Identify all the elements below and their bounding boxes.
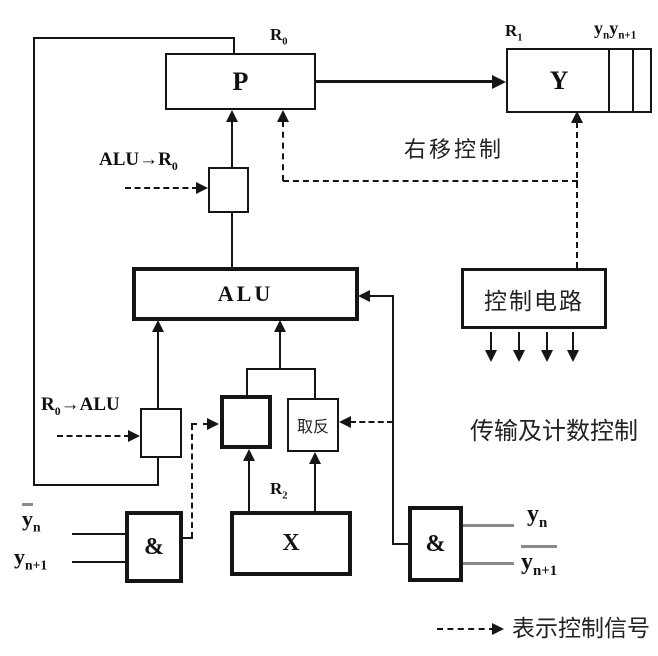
legend-dash xyxy=(437,628,495,630)
connector-andright-input2 xyxy=(463,562,514,565)
y-bit-divider-1 xyxy=(608,50,610,111)
connector-andleft-input1 xyxy=(72,533,125,535)
arrowhead-into-negate-right xyxy=(339,416,351,428)
arrowhead-shift-into-p xyxy=(277,110,289,122)
control-alu-to-r0-dash xyxy=(125,187,198,189)
control-andleft-elbow xyxy=(191,423,209,425)
connector-ctrl-out4 xyxy=(572,332,574,352)
and-gate-right-label: & xyxy=(425,530,446,557)
connector-feedback-top xyxy=(33,37,235,39)
y-bits-label: ynyn+1 xyxy=(594,18,637,42)
connector-ctrl-out2 xyxy=(518,332,520,352)
control-shift-horizontal xyxy=(283,180,578,182)
arrowhead-r0-to-alu xyxy=(128,430,140,442)
connector-andright-input1 xyxy=(463,524,514,527)
arrowhead-into-alu-left xyxy=(152,320,164,332)
andright-input2-label: yn+1 xyxy=(521,545,558,578)
register-y-label: Y xyxy=(549,65,569,95)
negate-label: 取反 xyxy=(296,419,329,436)
control-andleft-riser xyxy=(191,424,193,538)
connector-andright-stub xyxy=(392,543,408,545)
control-r0-to-alu-dash xyxy=(57,435,130,437)
arrowhead-into-p xyxy=(226,110,238,122)
and-gate-left-box: & xyxy=(125,511,183,583)
control-circuit-label: 控制电路 xyxy=(484,287,584,314)
arrowhead-shift-into-y xyxy=(571,111,583,123)
register-p-label: P xyxy=(232,66,249,96)
andleft-input1-label: yn xyxy=(22,503,41,534)
and-gate-left-label: & xyxy=(144,533,164,560)
connector-x-to-midgate xyxy=(248,459,250,511)
arrowhead-into-midgate-left xyxy=(207,418,219,430)
connector-p-to-y xyxy=(316,80,496,83)
andright-input1-label: yn xyxy=(527,501,548,531)
connector-feedback-riser xyxy=(157,458,159,486)
connector-andleft-input2 xyxy=(72,561,125,563)
register-x-label: X xyxy=(282,530,300,556)
connector-gate-to-alu xyxy=(231,213,233,267)
alu-label: ALU xyxy=(217,281,274,306)
arrowhead-ctrl-out4 xyxy=(567,350,579,362)
connector-feedback-bottom xyxy=(33,484,159,486)
connector-merge-right-drop xyxy=(314,368,316,398)
arrowhead-into-alu-right xyxy=(358,290,370,302)
connector-merge-to-alu xyxy=(279,330,281,368)
connector-merge-left-drop xyxy=(246,368,248,395)
connector-feedback-into-p-top xyxy=(233,37,235,54)
alu-to-r0-gate-box xyxy=(208,167,249,213)
arrowhead-into-alu-mid xyxy=(274,320,286,332)
andleft-input2-label: yn+1 xyxy=(14,544,48,573)
register-p-box: P xyxy=(165,53,316,110)
connector-andright-riser xyxy=(392,295,394,545)
negate-box: 取反 xyxy=(287,398,339,452)
add-gate-box xyxy=(220,395,272,449)
alu-box: ALU xyxy=(132,267,359,321)
control-into-negate-dash xyxy=(350,421,393,423)
control-shift-into-p xyxy=(282,121,284,181)
arrowhead-into-midgate xyxy=(243,449,255,461)
register-x-reg-label: R2 xyxy=(270,479,288,502)
arrowhead-alu-to-r0 xyxy=(196,182,208,194)
register-p-reg-label: R0 xyxy=(270,25,288,48)
register-y-box: Y xyxy=(506,48,652,113)
connector-ctrl-out1 xyxy=(490,332,492,352)
connector-r0gate-to-alu xyxy=(157,330,159,408)
arrowhead-p-to-y xyxy=(492,75,506,89)
legend-label: 表示控制信号 xyxy=(512,615,650,641)
arrowhead-into-negate xyxy=(309,452,321,464)
register-y-reg-label: R1 xyxy=(505,21,523,44)
and-gate-right-box: & xyxy=(408,506,463,582)
legend-arrowhead xyxy=(492,623,504,635)
connector-gate-to-p xyxy=(231,120,233,167)
right-shift-control-label: 右移控制 xyxy=(404,137,505,162)
arrowhead-ctrl-out1 xyxy=(485,350,497,362)
y-bit-divider-2 xyxy=(632,50,634,111)
arrowhead-ctrl-out3 xyxy=(541,350,553,362)
connector-feedback-left xyxy=(33,37,35,486)
arrowhead-ctrl-out2 xyxy=(513,350,525,362)
control-circuit-box: 控制电路 xyxy=(461,268,607,329)
control-shift-vertical xyxy=(576,122,578,268)
connector-andleft-output xyxy=(183,537,193,539)
alu-to-r0-signal-label: ALU→R0 xyxy=(99,149,178,173)
r0-to-alu-signal-label: R0→ALU xyxy=(41,394,120,418)
connector-ctrl-out3 xyxy=(546,332,548,352)
connector-merge-bar xyxy=(246,368,316,370)
transfer-count-control-label: 传输及计数控制 xyxy=(470,418,638,445)
connector-x-to-negate xyxy=(314,462,316,511)
r0-to-alu-gate-box xyxy=(140,408,182,458)
register-x-box: X xyxy=(230,511,352,576)
connector-andright-to-alu-h xyxy=(369,295,394,297)
